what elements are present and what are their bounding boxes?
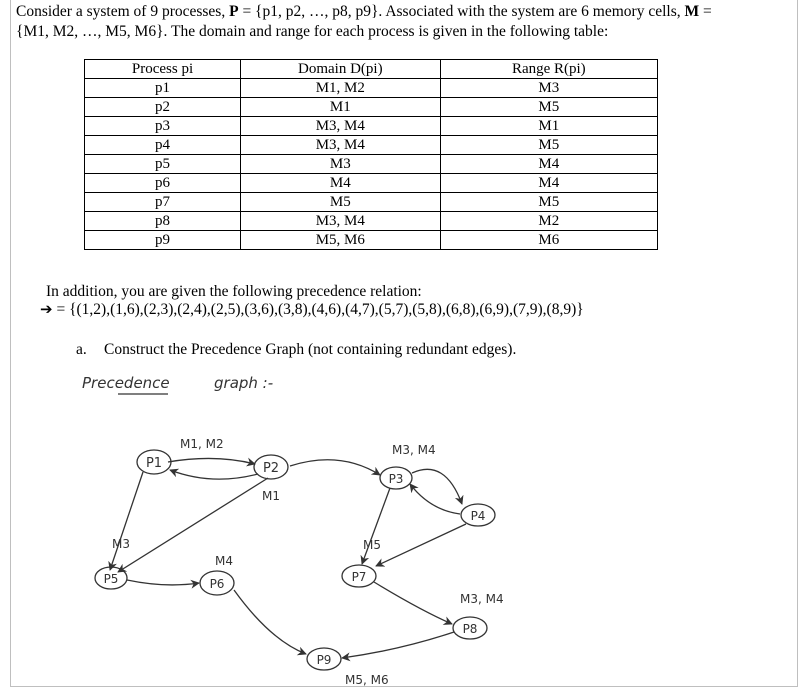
intro-text: = {p1, p2, …, p8, p9}. Associated with t… bbox=[238, 3, 685, 20]
edge-label-p2-p3: M3, M4 bbox=[392, 443, 436, 457]
edge-p5-p6 bbox=[126, 579, 200, 589]
node-label: P9 bbox=[317, 653, 332, 667]
edge-label-p7-p8: M3, M4 bbox=[460, 592, 504, 606]
edge-p4-p3 bbox=[409, 483, 461, 515]
header-process: Process pi bbox=[84, 59, 241, 79]
edge-p4-p7 bbox=[375, 523, 467, 567]
intro-text: = bbox=[699, 3, 712, 20]
node-label: P2 bbox=[263, 461, 279, 476]
header-range: Range R(pi) bbox=[439, 59, 659, 79]
intro-line-2: {M1, M2, …, M5, M6}. The domain and rang… bbox=[16, 23, 609, 40]
relation-set: = {(1,2),(1,6),(2,3),(2,4),(2,5),(3,6),(… bbox=[52, 301, 584, 318]
edge-p2-p1 bbox=[169, 468, 259, 480]
cell-range: M6 bbox=[439, 230, 659, 250]
task-marker: a. bbox=[76, 341, 87, 358]
node-label: P8 bbox=[463, 622, 478, 636]
node-p3: P3 bbox=[379, 466, 413, 490]
cell-domain: M3, M4 bbox=[240, 135, 441, 155]
edge-p3-p7 bbox=[360, 487, 391, 565]
node-label: P1 bbox=[146, 456, 162, 471]
page-frame bbox=[10, 0, 798, 687]
edge-label-p3-p7: M5 bbox=[363, 538, 381, 552]
edge-p3-p4 bbox=[411, 468, 464, 505]
problem-intro: Consider a system of 9 processes, P = {p… bbox=[16, 2, 796, 42]
node-p8: P8 bbox=[452, 616, 488, 640]
node-label: P7 bbox=[352, 570, 367, 584]
node-p5: P5 bbox=[94, 566, 128, 590]
task-a: a. Construct the Precedence Graph (not co… bbox=[76, 340, 516, 359]
edge-p1-p2 bbox=[167, 457, 256, 467]
edge-p7-p8 bbox=[373, 581, 453, 625]
node-label: P5 bbox=[104, 572, 119, 586]
set-m-symbol: M bbox=[684, 3, 700, 20]
node-label: P4 bbox=[471, 509, 486, 523]
addition-text: In addition, you are given the following… bbox=[46, 283, 422, 300]
edge-p6-p9 bbox=[233, 589, 307, 656]
cell-domain: M3, M4 bbox=[240, 116, 441, 136]
graph-heading-word1: Precedence bbox=[82, 374, 170, 392]
edge-label-p1-p5: M3 bbox=[112, 537, 130, 551]
intro-text: Consider a system of 9 processes, bbox=[16, 3, 230, 20]
edge-label-p5-p6: M4 bbox=[215, 554, 233, 568]
edge-p2-p5 bbox=[117, 477, 269, 573]
node-p4: P4 bbox=[460, 503, 496, 527]
node-p1: P1 bbox=[136, 449, 172, 475]
cell-range: M4 bbox=[439, 154, 659, 174]
cell-domain: M5, M6 bbox=[240, 230, 441, 250]
edge-p2-p3 bbox=[289, 459, 381, 476]
cell-domain: M1 bbox=[240, 97, 441, 117]
node-label: P3 bbox=[389, 472, 404, 486]
cell-range: M5 bbox=[439, 192, 659, 212]
edge-label-p1-p2: M1, M2 bbox=[180, 437, 224, 451]
intro-line-1: Consider a system of 9 processes, P = {p… bbox=[16, 2, 796, 22]
edge-p8-p9 bbox=[341, 631, 455, 662]
node-p7: P7 bbox=[341, 564, 377, 588]
graph-heading-word2: graph :- bbox=[214, 374, 273, 392]
cell-domain: M1, M2 bbox=[240, 78, 441, 98]
task-text: Construct the Precedence Graph (not cont… bbox=[104, 341, 517, 358]
node-p2: P2 bbox=[253, 454, 289, 480]
cell-process: p9 bbox=[84, 230, 241, 250]
arrow-icon: ➔ bbox=[40, 300, 53, 318]
edge-p1-p5 bbox=[108, 471, 144, 571]
set-p-symbol: P bbox=[229, 3, 239, 20]
precedence-relation: ➔ = {(1,2),(1,6),(2,3),(2,4),(2,5),(3,6)… bbox=[40, 300, 584, 319]
edge-label-p2-p1: M1 bbox=[262, 489, 280, 503]
edge-label-p6-p9: M5, M6 bbox=[345, 673, 389, 687]
node-p9: P9 bbox=[306, 647, 342, 671]
node-p6: P6 bbox=[199, 570, 235, 596]
node-label: P6 bbox=[210, 577, 225, 591]
